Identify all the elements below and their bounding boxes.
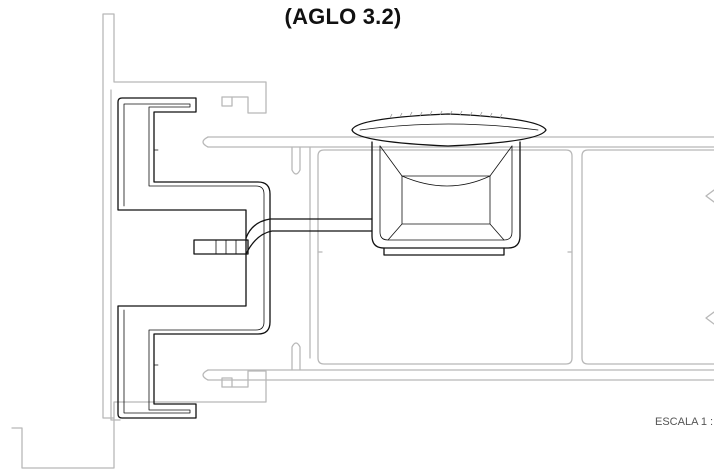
panel-profile [202, 136, 714, 381]
seal-body-inner [379, 145, 513, 241]
gasket-tongue [193, 239, 249, 255]
seal-foot [383, 247, 505, 256]
frame-clip-bottom [221, 377, 233, 388]
panel-bottom-lip [202, 369, 209, 381]
sash-profile [117, 97, 271, 419]
gasket [193, 218, 373, 255]
frame-outer-outline [11, 13, 267, 469]
sash-face-ticks [153, 149, 159, 366]
sash-inner-outline [123, 103, 265, 414]
panel-top-lip [202, 136, 209, 148]
sash-outer-outline [117, 97, 271, 419]
seal-chamfer [379, 145, 513, 241]
drawing-title: (AGLO 3.2) [284, 4, 402, 29]
frame-clip-top [221, 96, 233, 107]
panel-chamber-1 [317, 149, 573, 365]
panel-side-notch [705, 189, 714, 325]
frame-inner-wall [110, 89, 121, 421]
gasket-tongue-ribs [215, 239, 237, 255]
seal-hatch [389, 110, 503, 119]
seal-cap-inner [359, 123, 539, 131]
seal-body [371, 141, 521, 249]
gasket-stem [245, 218, 373, 255]
panel-chamber-2 [581, 149, 714, 365]
frame-profile [11, 13, 267, 469]
glazing-seal [351, 110, 547, 256]
seal-cap [351, 113, 547, 147]
seal-curve [401, 175, 491, 187]
panel-web-bottom [291, 342, 301, 371]
panel-bottom-edge [207, 369, 714, 381]
panel-web-top [291, 146, 311, 359]
scale-label: ESCALA 1 : 1 [655, 416, 714, 428]
